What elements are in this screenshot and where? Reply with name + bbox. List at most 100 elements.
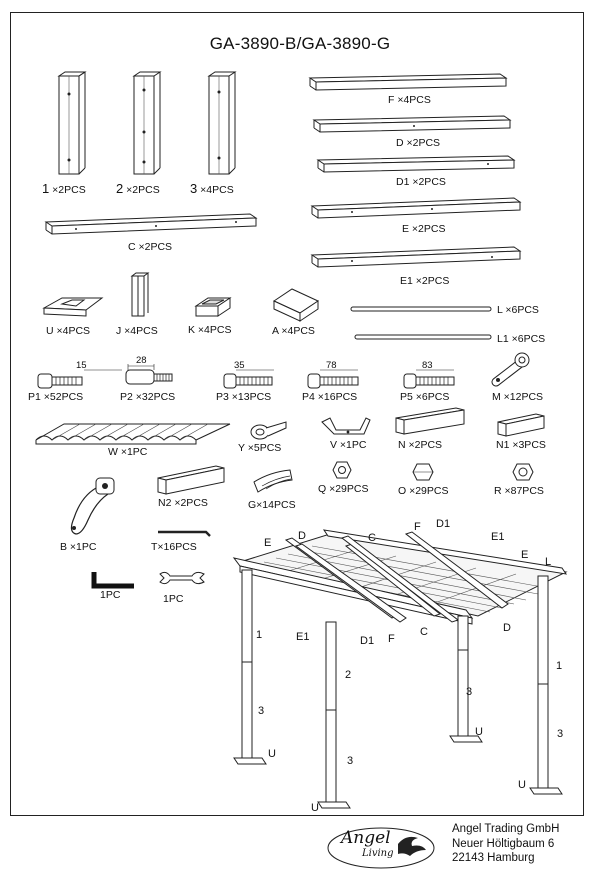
angel-living-logo [327,827,435,869]
bracket-B-drawing [70,477,115,535]
post-3-drawing [207,71,237,175]
collar-K-drawing [194,297,232,317]
wrench-label: 1PC [163,593,184,605]
assembly-label-L: L [545,556,552,568]
bolt-P5-label: P5 ×6PCS [400,391,450,403]
post-2-drawing [132,71,162,175]
assembly-label-U-left: U [268,748,276,760]
bar-N1-label: N1 ×3PCS [496,439,546,451]
rod-L-drawing [350,306,492,312]
cap-A-label: A ×4PCS [272,325,315,337]
rod-L1-drawing [354,334,492,340]
bolt-P4-length: 78 [326,360,337,371]
post-1-label: 1 ×2PCS [42,181,86,196]
assembly-label-F: F [414,521,421,533]
base-plate-U-label: U ×4PCS [46,325,91,337]
bar-N2-label: N2 ×2PCS [158,497,208,509]
hex-key-drawing [91,572,134,589]
beam-E1-drawing [310,246,522,268]
beam-E-label: E ×2PCS [402,223,446,235]
assembled-pergola-drawing [232,529,568,809]
assembly-label-C: C [368,532,376,544]
bolt-P3-label: P3 ×13PCS [216,391,272,403]
tool-T-drawing [158,530,211,537]
bolt-P4-drawing [307,369,359,389]
collar-K-label: K ×4PCS [188,324,232,336]
nut-O-label: O ×29PCS [398,485,449,497]
bracket-V-drawing [321,417,371,435]
bolt-P1-drawing [37,369,122,389]
post-2-label: 2 ×2PCS [116,181,160,196]
logo-text-angel: Angel [341,828,391,848]
bolt-P2-length: 28 [136,355,147,366]
bolt-P4-label: P4 ×16PCS [302,391,358,403]
connector-J-label: J ×4PCS [116,325,158,337]
tool-T-label: T×16PCS [151,541,197,553]
beam-F-drawing [308,73,508,91]
bolt-P1-length: 15 [76,360,87,371]
base-plate-U-drawing [42,297,104,317]
assembly-label-post-1-left: 1 [256,629,263,641]
assembly-label-D1-front: D1 [360,635,375,647]
bar-N2-drawing [157,465,225,495]
assembly-label-E1: E1 [491,531,505,543]
sheet-border [10,12,584,816]
bolt-P2-label: P2 ×32PCS [120,391,176,403]
model-title: GA-3890-B/GA-3890-G [209,34,391,53]
assembly-label-post-1-right: 1 [556,660,563,672]
post-3-label: 3 ×4PCS [190,181,234,196]
assembly-label-U-front: U [311,802,319,814]
rod-L-label: L ×6PCS [497,304,539,316]
hex-key-label: 1PC [100,589,121,601]
bracket-M-label: M ×12PCS [492,391,544,403]
bracket-M-drawing [491,352,530,387]
assembly-label-D-front: D [503,622,511,634]
company-name: Angel Trading GmbH [452,823,560,835]
bolt-P3-length: 35 [234,360,245,371]
beam-C-drawing [44,213,258,235]
assembly-label-post-3-right: 3 [557,728,564,740]
beam-E-drawing [310,197,522,219]
clip-Y-label: Y ×5PCS [238,442,282,454]
assembly-label-D1: D1 [436,518,451,530]
wrench-drawing [159,571,205,585]
bolt-P1-label: P1 ×52PCS [28,391,84,403]
bolt-P5-drawing [403,369,455,389]
assembly-label-post-3-front: 3 [347,755,354,767]
assembly-label-U-mid: U [475,726,483,738]
bar-N-drawing [395,407,465,435]
cap-G-drawing [253,469,293,493]
bracket-V-label: V ×1PC [330,439,367,451]
beam-F-label: F ×4PCS [388,94,431,106]
bar-N-label: N ×2PCS [398,439,443,451]
bolt-P3-drawing [223,369,274,389]
assembly-label-C-front: C [420,626,428,638]
beam-C-label: C ×2PCS [128,241,173,253]
washer-R-drawing [512,463,534,481]
beam-D1-drawing [316,155,516,173]
assembly-label-U-right: U [518,779,526,791]
beam-E1-label: E1 ×2PCS [400,275,450,287]
assembly-label-E-left: E [264,537,272,549]
bracket-B-label: B ×1PC [60,541,97,553]
assembly-label-E-right: E [521,549,529,561]
assembly-label-post-3-left: 3 [258,705,265,717]
panel-W-drawing [35,423,231,445]
assembly-label-D: D [298,530,306,542]
cap-G-label: G×14PCS [248,499,296,511]
logo-text-living: Living [362,848,394,859]
nut-Q-label: Q ×29PCS [318,483,369,495]
bolt-P2-drawing [125,364,173,385]
connector-J-drawing [130,272,150,317]
panel-W-label: W ×1PC [108,446,148,458]
washer-R-label: R ×87PCS [494,485,544,497]
assembly-label-post-2: 2 [345,669,352,681]
assembly-label-post-3-mid: 3 [466,686,473,698]
post-1-drawing [57,71,87,175]
beam-D-drawing [312,115,512,133]
cap-A-drawing [272,288,320,322]
nut-Q-drawing [332,461,352,479]
bolt-P5-length: 83 [422,360,433,371]
bar-N1-drawing [497,413,545,437]
